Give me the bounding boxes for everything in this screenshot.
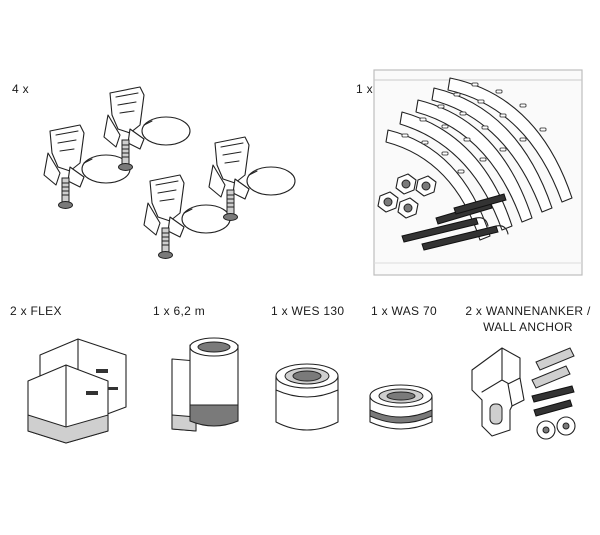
was-tape-roll-icon [369, 384, 433, 430]
flex-corner-icon [27, 338, 127, 444]
anchor-quantity-label-line1: 2 x WANNENANKER / [465, 304, 591, 318]
tape-roll-quantity-label: 1 x 6,2 m [153, 304, 206, 318]
flex-quantity-label: 2 x FLEX [10, 304, 62, 318]
bag-quantity-label: 1 x [356, 82, 373, 96]
wall-anchor-icon [471, 347, 576, 440]
wes-tape-roll-icon [275, 363, 339, 431]
sealing-tape-roll-icon [171, 337, 239, 432]
wes-quantity-label: 1 x WES 130 [271, 304, 345, 318]
anchor-quantity-label-line2: WALL ANCHOR [483, 320, 573, 334]
feet-quantity-label: 4 x [12, 82, 29, 96]
bathtub-feet-icon [43, 86, 296, 260]
was-quantity-label: 1 x WAS 70 [371, 304, 437, 318]
hardware-bag-icon [373, 69, 583, 276]
